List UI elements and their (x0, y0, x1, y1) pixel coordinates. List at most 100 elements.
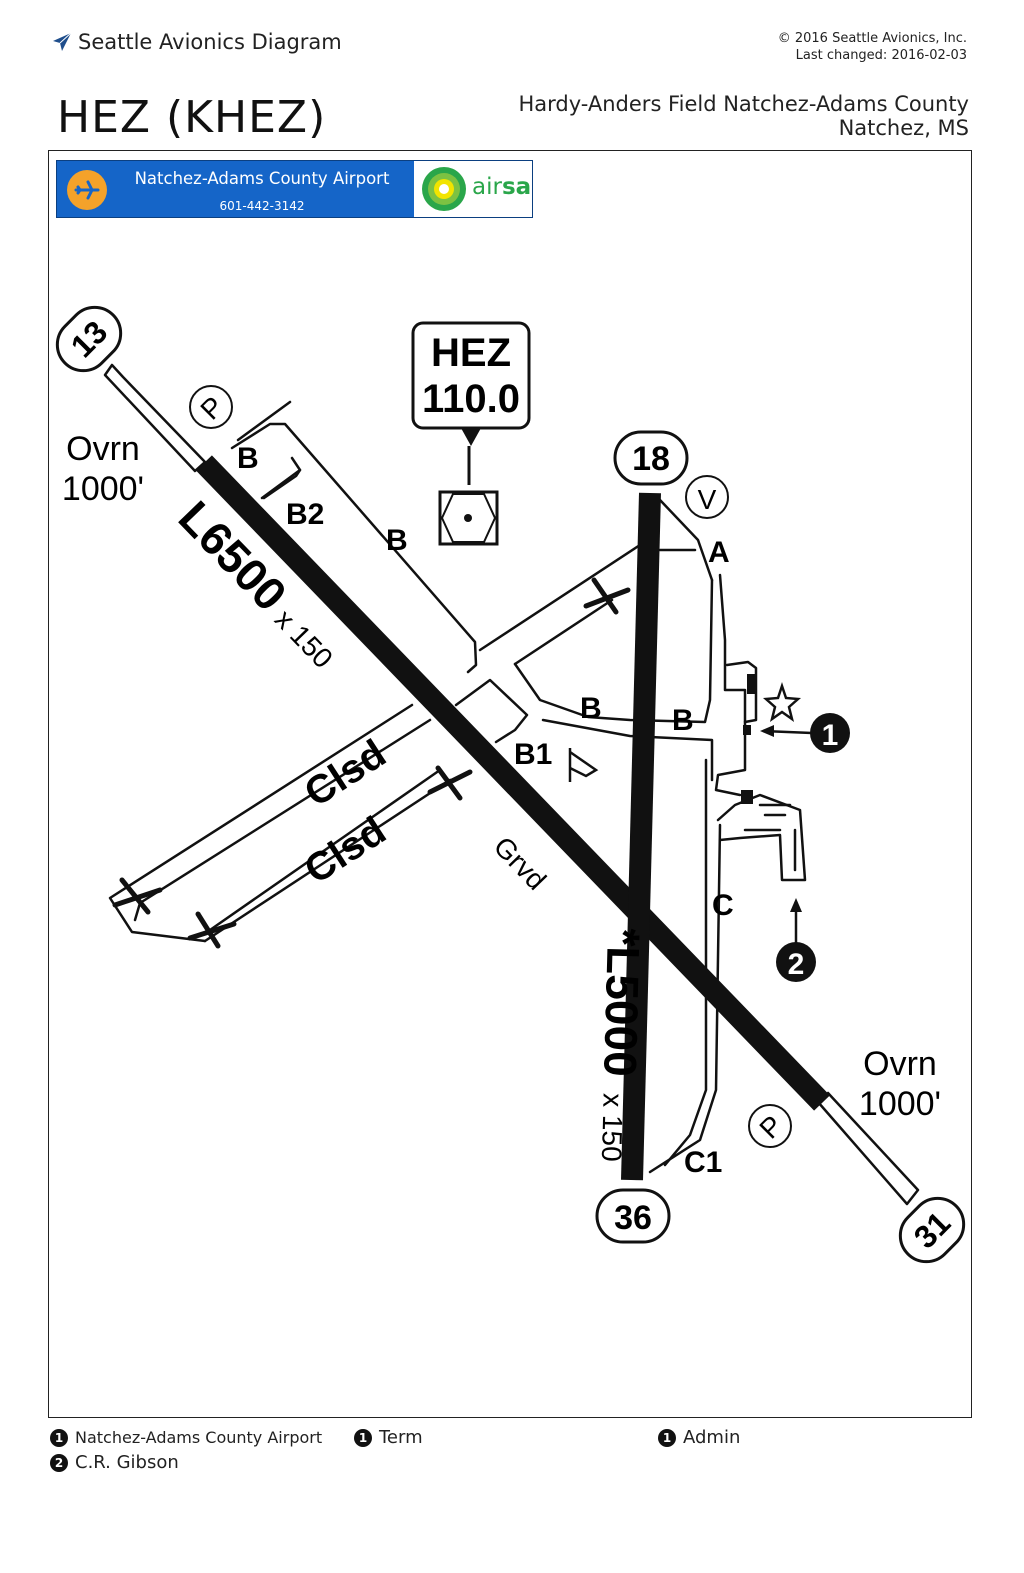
rwy-18-label: 18 (632, 440, 670, 478)
diagram-frame (48, 150, 972, 1418)
parking-marker-nw: P (189, 385, 233, 429)
legend-label: Natchez-Adams County Airport (75, 1428, 323, 1447)
legend-label: Term (379, 1427, 423, 1448)
closed-label-lower: Clsd (297, 808, 394, 892)
vor-ident: HEZ (431, 331, 511, 375)
legend-bullet: 1 (50, 1428, 68, 1447)
taxiway-label-b2: B2 (286, 498, 324, 531)
overrun-13-label: Ovrn 1000' (62, 430, 144, 508)
rwy-shield-13: 13 (55, 305, 123, 373)
taxiway-label-b-nw: B (237, 442, 259, 475)
legend-label: Admin (683, 1427, 741, 1448)
fbo-phone: 601-442-3142 (219, 199, 305, 213)
overrun-13 (103, 363, 207, 473)
taxiway-b2 (260, 456, 302, 500)
closed-runway-ne-upper (478, 543, 642, 652)
airport-name-block: Hardy-Anders Field Natchez-Adams County … (518, 92, 969, 140)
rwy-36-label: 36 (614, 1199, 652, 1237)
legend-bullet: 1 (658, 1428, 676, 1447)
taxiway-label-b: B (386, 524, 408, 557)
closed-x-mid (427, 765, 473, 801)
callout-1: 1 (760, 713, 850, 753)
legend-item-4: 2 C.R. Gibson (50, 1452, 179, 1473)
legend-label: C.R. Gibson (75, 1452, 179, 1473)
airport-diagram: 13 31 18 36 HEZ 110.0 P P V (55, 305, 966, 1264)
closed-x-sw (112, 877, 163, 915)
terminal-area (725, 660, 758, 724)
closed-taxiway-lower-2 (208, 768, 442, 932)
building-3 (741, 790, 753, 804)
rwy-18-36-length: *L5000 (594, 928, 650, 1078)
overrun-13-length: 1000' (62, 470, 144, 508)
closed-x-ne (583, 577, 631, 615)
taxiway-label-a: A (708, 536, 730, 569)
taxiway-b-east (513, 578, 714, 724)
taxiway-c-west (663, 758, 708, 1167)
grooved-label: Grvd (488, 831, 552, 896)
callout-1-label: 1 (822, 719, 839, 752)
last-changed: Last changed: 2016-02-03 (795, 48, 967, 63)
closed-runway-ne-lower (513, 598, 614, 666)
vor-checkpoint-marker: V (685, 475, 729, 519)
taxiway-b1-connector (454, 678, 529, 744)
rwy-13-31-width: x 150 (269, 603, 339, 674)
building-1 (747, 674, 757, 694)
airplane-icon (67, 170, 107, 210)
vor-checkpoint-label: V (698, 484, 717, 515)
runway-13-31 (196, 455, 830, 1111)
fbo-logo-text: airsa (472, 174, 531, 200)
rwy-shield-18: 18 (613, 430, 689, 486)
closed-runway-sw-upper (108, 703, 414, 943)
closed-taxiway-lower (203, 778, 452, 943)
overrun-31-label: Ovrn 1000' (859, 1045, 941, 1123)
overrun-13-title: Ovrn (66, 430, 140, 468)
taxiway-a-outer (714, 573, 747, 797)
vor-station-icon (438, 490, 499, 546)
closed-label-upper: Clsd (297, 731, 394, 815)
beacon-star-icon (762, 682, 802, 722)
runway-18-36-label: *L5000 x 150 (594, 928, 650, 1162)
closed-x-s (187, 911, 237, 949)
taxiway-label-b-east-2: B (672, 704, 694, 737)
taxiway-label-c: C (712, 889, 734, 922)
building-2 (743, 725, 751, 735)
apron (716, 793, 807, 882)
airport-ident: HEZ (KHEZ) (57, 92, 327, 143)
airport-name: Hardy-Anders Field Natchez-Adams County (518, 92, 969, 116)
legend-item-3: 1 Admin (658, 1427, 740, 1448)
taxiway-c-east (648, 823, 722, 1174)
legend-bullet: 1 (354, 1428, 372, 1447)
fbo-banner[interactable]: Natchez-Adams County Airport 601-442-314… (56, 160, 533, 218)
rwy-13-31-length: L6500 (169, 491, 297, 621)
fbo-logo: airsa (414, 161, 532, 217)
rwy-shield-36: 36 (595, 1188, 671, 1244)
callout-2: 2 (776, 898, 816, 982)
rwy-shield-31: 31 (898, 1196, 966, 1264)
copyright-block: © 2016 Seattle Avionics, Inc. Last chang… (778, 30, 967, 64)
taxiway-a (658, 498, 714, 582)
overrun-31-length: 1000' (859, 1085, 941, 1123)
logo-text-sa: sa (501, 174, 532, 200)
overrun-31-title: Ovrn (863, 1045, 937, 1083)
taxiway-label-b-east-1: B (580, 692, 602, 725)
taxiway-b-edge (236, 400, 292, 442)
legend-item-1: 1 Natchez-Adams County Airport (50, 1428, 322, 1447)
airport-city: Natchez, MS (838, 116, 969, 140)
rwy-18-36-width: x 150 (596, 1093, 629, 1162)
paper-plane-icon (53, 32, 72, 51)
legend-item-2: 1 Term (354, 1427, 423, 1448)
fbo-name: Natchez-Adams County Airport (134, 169, 390, 188)
vor-freq: 110.0 (422, 377, 520, 421)
callout-2-label: 2 (788, 948, 805, 981)
taxiway-b-east-lower (541, 718, 714, 782)
legend-bullet: 2 (50, 1453, 68, 1472)
sunburst-logo-icon (422, 167, 466, 211)
vor-box: HEZ 110.0 (411, 321, 531, 485)
windsock-icon (568, 748, 599, 782)
taxiway-label-c1: C1 (684, 1146, 722, 1179)
brand-label: Seattle Avionics Diagram (78, 30, 342, 54)
taxiway-b-nw (230, 422, 478, 674)
logo-text-air: air (472, 174, 502, 200)
runway-18-36 (621, 492, 661, 1181)
copyright: © 2016 Seattle Avionics, Inc. (777, 31, 967, 46)
